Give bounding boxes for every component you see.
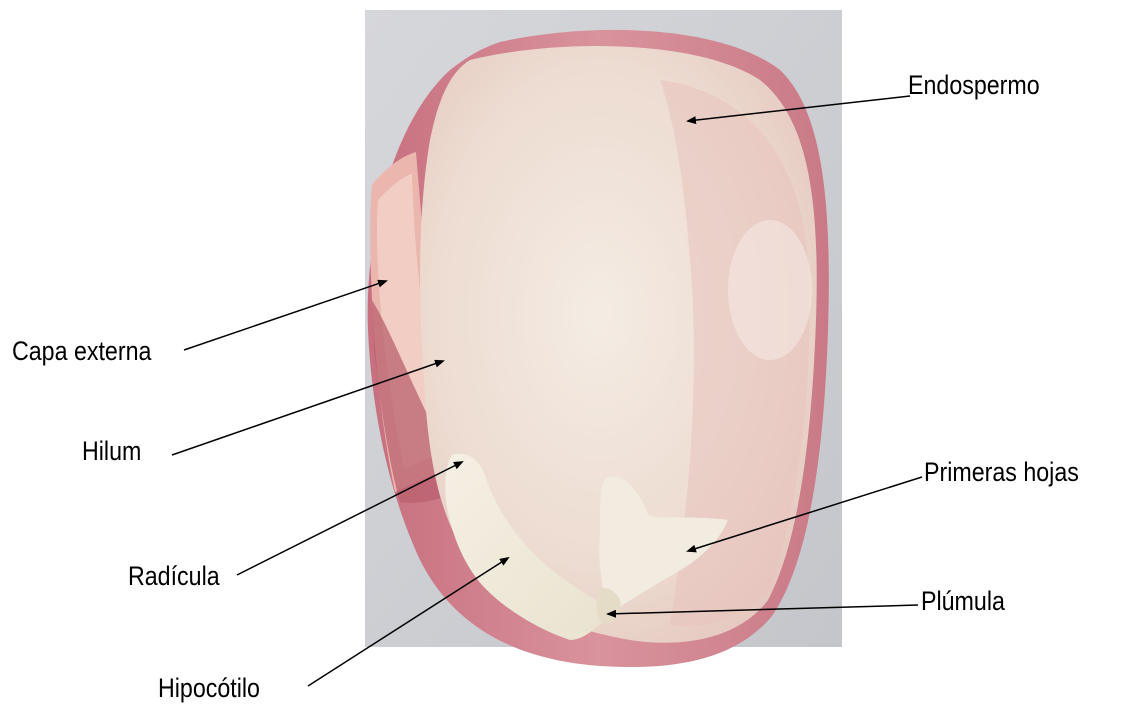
endospermo-leader xyxy=(688,96,910,121)
label-hipocotilo: Hipocótilo xyxy=(158,675,260,702)
primeras-hojas-leader xyxy=(688,477,922,551)
label-plumula: Plúmula xyxy=(921,588,1005,615)
plumula-leader xyxy=(608,605,918,614)
capa-externa-leader xyxy=(184,281,386,350)
label-primeras-hojas: Primeras hojas xyxy=(924,459,1079,486)
radicula-leader xyxy=(237,462,462,575)
hipocotilo-leader xyxy=(308,558,508,686)
hilum-leader xyxy=(172,361,443,455)
label-capa-externa: Capa externa xyxy=(12,338,151,365)
label-endospermo: Endospermo xyxy=(908,72,1040,99)
label-radicula: Radícula xyxy=(128,563,220,590)
label-hilum: Hilum xyxy=(82,438,141,465)
